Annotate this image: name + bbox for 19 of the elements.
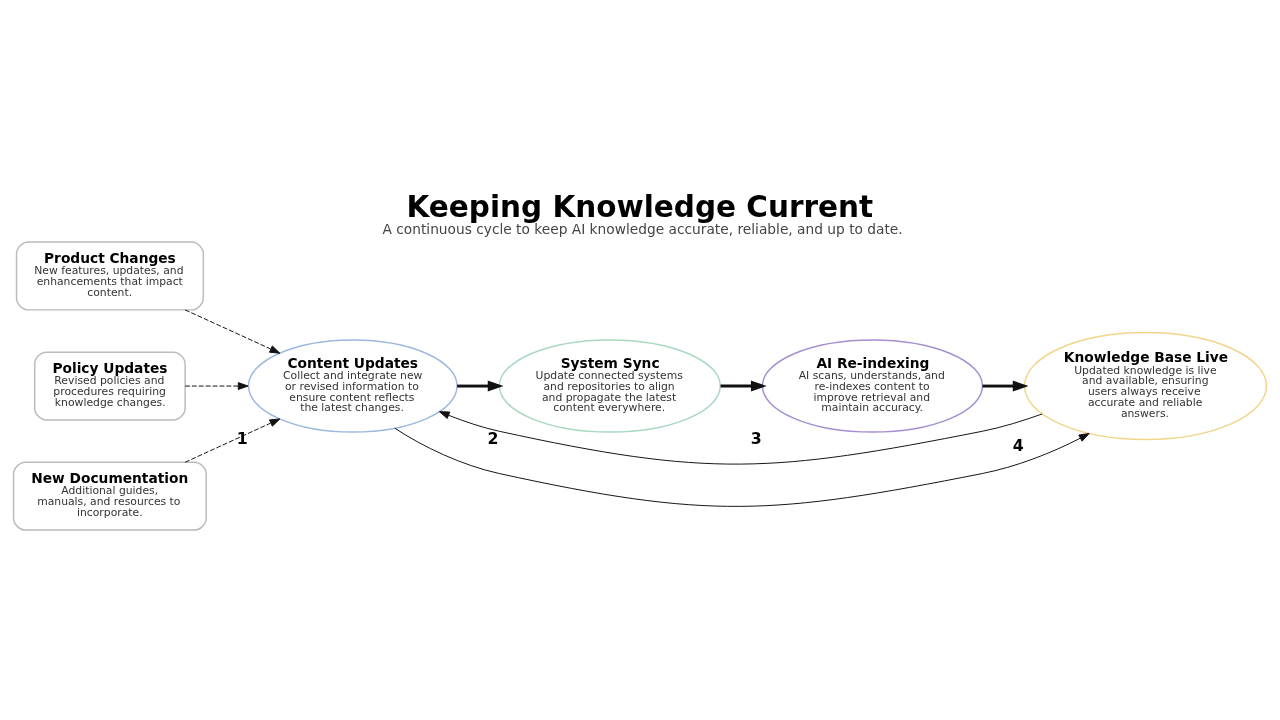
node-ellipse: System Sync Update connected systems and repositories to align and propagate the latest content everywhere. <box>498 338 721 433</box>
arrow <box>982 380 1029 392</box>
node-label: 1 <box>236 428 248 448</box>
diagram-title: Keeping Knowledge Current <box>406 189 874 224</box>
node-ellipse: Content Updates Collect and integrate new or revised information to ensure content reflects the latest changes. <box>247 338 458 433</box>
arrow <box>184 381 249 390</box>
node-box: Product Changes New features, updates, and enhancements that impact content. <box>15 240 205 311</box>
arrow <box>457 380 504 392</box>
node-ellipse: AI Re-indexing AI scans, understands, and re-indexes content to improve retrieval and maintain accuracy. <box>761 338 984 433</box>
arrow <box>438 410 1043 465</box>
arrow <box>184 308 281 354</box>
node-label: 3 <box>750 428 762 448</box>
arrow <box>394 427 1090 507</box>
arrow <box>720 380 767 392</box>
arrow <box>184 417 281 463</box>
node-label: 4 <box>1012 435 1024 455</box>
node-box: New Documentation Additional guides, manuals, and resources to incorporate. <box>12 461 207 531</box>
node-box: Policy Updates Revised policies and procedures requiring knowledge changes. <box>33 350 186 421</box>
node-label: 2 <box>487 428 499 448</box>
